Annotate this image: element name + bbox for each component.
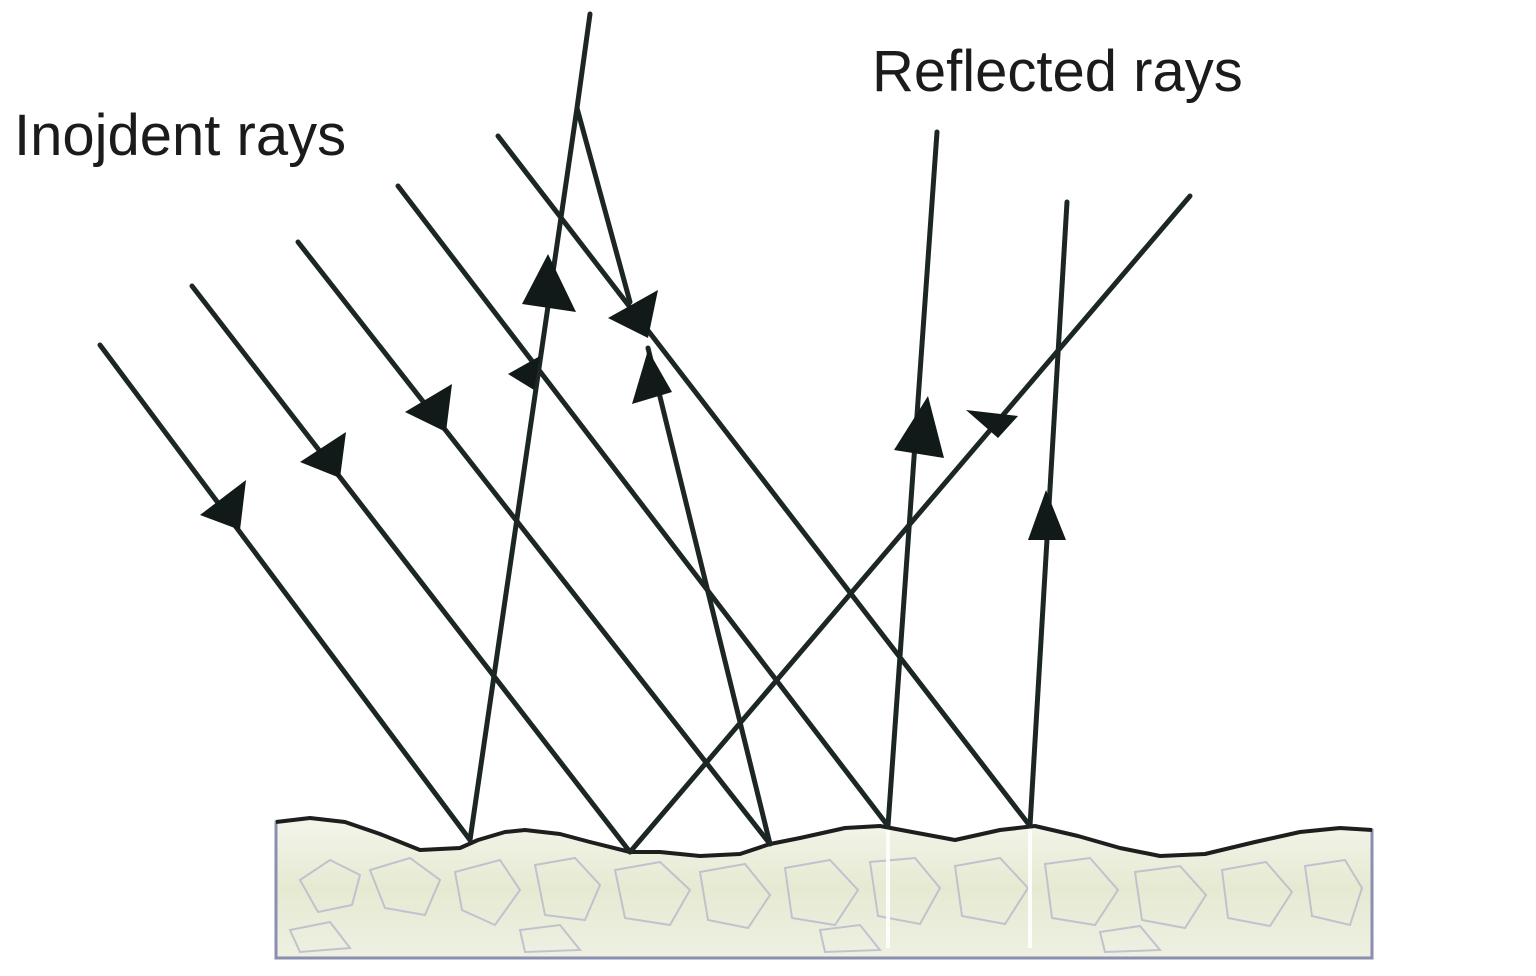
arrowhead-reflected-1	[522, 254, 576, 312]
reflected-ray-5	[885, 129, 940, 829]
incident-ray-2	[189, 283, 633, 855]
incident-rays	[97, 133, 1033, 855]
rough-surface	[274, 816, 1374, 960]
arrowhead-incident-4	[608, 290, 658, 338]
surface-texture	[288, 856, 1364, 954]
arrowhead-reflected-3	[894, 396, 944, 458]
reflected-ray-2	[574, 105, 633, 305]
reflected-ray-1	[467, 11, 593, 843]
arrowhead-incident-3	[405, 384, 452, 432]
arrowhead-reflected-2	[632, 350, 672, 404]
arrowhead-incident-5	[508, 356, 540, 390]
arrowhead-incident-1	[200, 480, 246, 530]
arrowhead-reflected-4	[1028, 490, 1066, 540]
arrowheads	[200, 254, 1066, 540]
reflected-ray-4	[645, 345, 773, 847]
arrowhead-incident-2	[300, 432, 346, 478]
reflected-rays-label: Reflected rays	[872, 39, 1243, 104]
surface-highlights	[886, 828, 1032, 948]
incident-ray-4	[395, 183, 891, 829]
surface-body	[274, 816, 1374, 960]
reflected-rays	[467, 11, 1193, 855]
incident-ray-1	[97, 342, 473, 843]
arrowhead-reflected-5	[966, 410, 1018, 438]
incident-ray-3	[295, 239, 773, 847]
incident-rays-label: Inojdent rays	[14, 103, 347, 168]
incident-ray-5	[495, 133, 1033, 829]
